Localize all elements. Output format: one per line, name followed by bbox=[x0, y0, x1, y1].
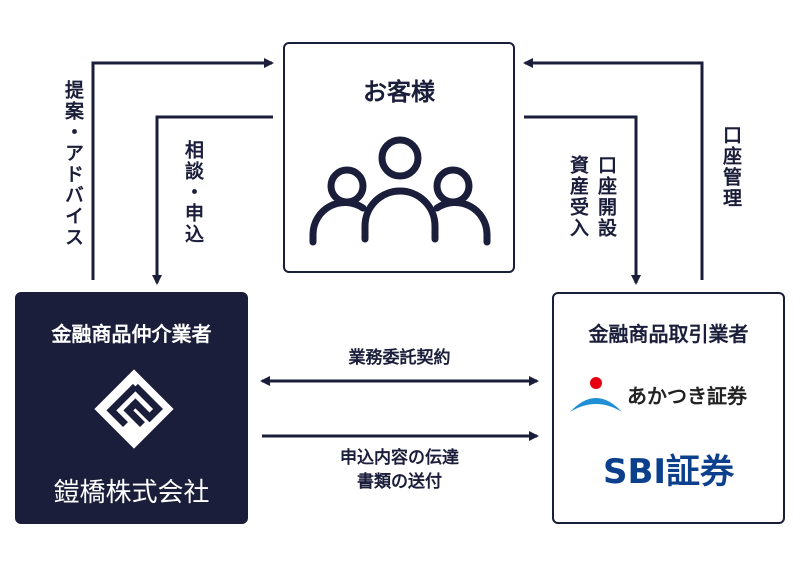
arrow-account-open bbox=[524, 115, 641, 285]
customer-title: お客様 bbox=[363, 78, 435, 106]
people-icon bbox=[309, 136, 491, 246]
customer-box: お客様 bbox=[283, 42, 515, 273]
label-account-manage: 口座管理 bbox=[720, 125, 742, 209]
dealer-heading: 金融商品取引業者 bbox=[588, 322, 749, 346]
intermediary-box: 金融商品仲介業者 鎧橋株式会社 bbox=[15, 292, 248, 524]
label-forward-2: 書類の送付 bbox=[357, 472, 442, 492]
label-forward-1: 申込内容の伝達 bbox=[340, 448, 459, 468]
label-account-open: 口座開設 bbox=[595, 155, 617, 239]
akatsuki-mark-icon bbox=[570, 377, 622, 412]
label-proposal: 提案・アドバイス bbox=[62, 80, 84, 248]
akatsuki-logo: あかつき証券 bbox=[568, 374, 747, 414]
label-asset-receive: 資産受入 bbox=[567, 155, 589, 239]
intermediary-heading: 金融商品仲介業者 bbox=[51, 322, 212, 346]
akatsuki-name: あかつき証券 bbox=[627, 383, 747, 408]
label-consult: 相談・申込 bbox=[182, 140, 204, 245]
sbi-logo: SBI証券 bbox=[602, 452, 735, 492]
arrow-account-manage bbox=[523, 58, 704, 280]
dealer-box: 金融商品取引業者 あかつき証券 SBI証券 bbox=[552, 292, 785, 524]
intermediary-company: 鎧橋株式会社 bbox=[53, 478, 210, 508]
arrow-consult bbox=[152, 115, 273, 285]
yoroibashi-logo bbox=[94, 369, 174, 449]
arrow-proposal bbox=[91, 58, 274, 280]
label-contract: 業務委託契約 bbox=[348, 348, 451, 368]
